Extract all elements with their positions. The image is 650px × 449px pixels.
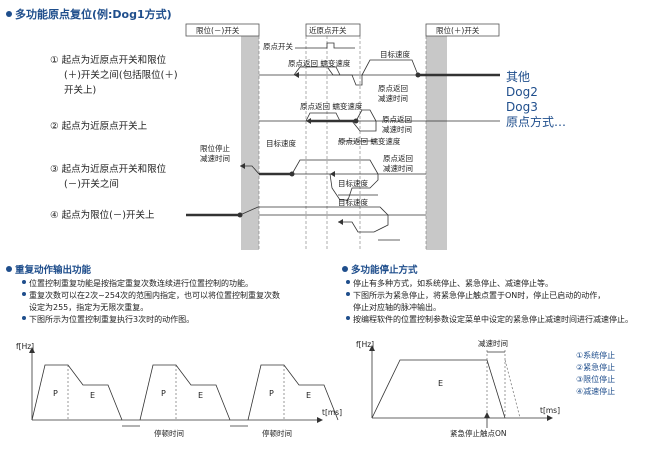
- legend-emergency-stop: ②紧急停止: [576, 363, 616, 372]
- target-speed-label-1: 目标速度: [380, 50, 410, 59]
- legend-limit-stop: ③限位停止: [576, 375, 616, 384]
- legend-system-stop: ①系统停止: [576, 351, 616, 360]
- repeat-bullets: 位置控制重复功能是按指定重复次数连续进行位置控制的功能。 重复次数可以在2次~2…: [22, 278, 280, 326]
- limit-stop-decel-label: 限位停止 减速时间: [200, 144, 230, 163]
- stop-decel-label: 减速时间: [478, 339, 508, 348]
- target-speed-label-2: 目标速度: [266, 139, 296, 148]
- target-speed-label-4: 目标速度: [338, 198, 368, 207]
- target-speed-label-3: 目标速度: [338, 179, 368, 188]
- repeat-e-3: E: [306, 391, 312, 400]
- left-limit-zone: [241, 30, 259, 250]
- right-limit-label: 限位(＋)开关: [436, 26, 480, 35]
- section-title-repeat: 重复动作输出功能: [6, 262, 91, 276]
- stop-legend: ①系统停止 ②紧急停止 ③限位停止 ④减速停止: [576, 350, 615, 398]
- header-box-left: [185, 23, 260, 37]
- section-title-origin: 多功能原点复位(例:Dog1方式): [6, 6, 172, 22]
- decel-time-label-3: 原点返回 减速时间: [383, 154, 413, 173]
- bullet-icon: [6, 11, 12, 17]
- bullet-icon: [6, 266, 12, 272]
- near-origin-label: 近原点开关: [309, 26, 347, 35]
- decel-time-label-2: 原点返回 减速时间: [382, 115, 412, 134]
- bullet-icon: [342, 266, 348, 272]
- stop-trigger-label: 紧急停止触点ON: [450, 429, 507, 438]
- repeat-e-1: E: [90, 391, 96, 400]
- origin-switch-label: 原点开关: [263, 42, 293, 51]
- repeat-axis-y: f[Hz]: [16, 342, 35, 351]
- repeat-p-1: P: [53, 389, 58, 398]
- left-limit-label: 限位(－)开关: [196, 26, 240, 35]
- repeat-p-2: P: [161, 389, 166, 398]
- stop-e-label: E: [438, 379, 444, 388]
- repeat-e-2: E: [198, 391, 204, 400]
- title-text: 多功能原点复位(例:Dog1方式): [15, 8, 172, 21]
- right-limit-zone: [426, 30, 447, 250]
- case-3-text: ③ 起点为近原点开关和限位 (－)开关之间: [50, 164, 167, 190]
- decel-time-label-1: 原点返回 减速时间: [378, 84, 408, 103]
- repeat-p-3: P: [269, 389, 274, 398]
- creep-speed-label-2: 原点返回 蠕变速度: [300, 102, 363, 111]
- stop-axis-x: t[ms]: [540, 406, 561, 415]
- section-title-stop: 多功能停止方式: [342, 262, 418, 276]
- creep-speed-label-3: 原点返回 蠕变速度: [338, 137, 401, 146]
- creep-speed-label-1: 原点返回 蠕变速度: [288, 59, 351, 68]
- repeat-axis-x: t[ms]: [322, 408, 343, 417]
- pause-label-2: 停顿时间: [262, 429, 292, 438]
- header-box-right: [425, 23, 500, 37]
- case-4-text: ④ 起点为限位(－)开关上: [50, 210, 155, 221]
- others-list: 其他 Dog2 Dog3 原点方式…: [506, 70, 567, 129]
- case-2-text: ② 起点为近原点开关上: [50, 121, 148, 132]
- stop-bullets: 停止有多种方式，如系统停止、紧急停止、减速停止等。 下图所示为紧急停止，将紧急停…: [346, 278, 633, 326]
- header-box-near: [305, 23, 361, 37]
- stop-axis-y: f[Hz]: [356, 340, 375, 349]
- pause-label-1: 停顿时间: [154, 429, 184, 438]
- case-1-text: ① 起点为近原点开关和限位 (＋)开关之间(包括限位(＋) 开关上): [50, 55, 178, 96]
- legend-decel-stop: ④减速停止: [576, 387, 616, 396]
